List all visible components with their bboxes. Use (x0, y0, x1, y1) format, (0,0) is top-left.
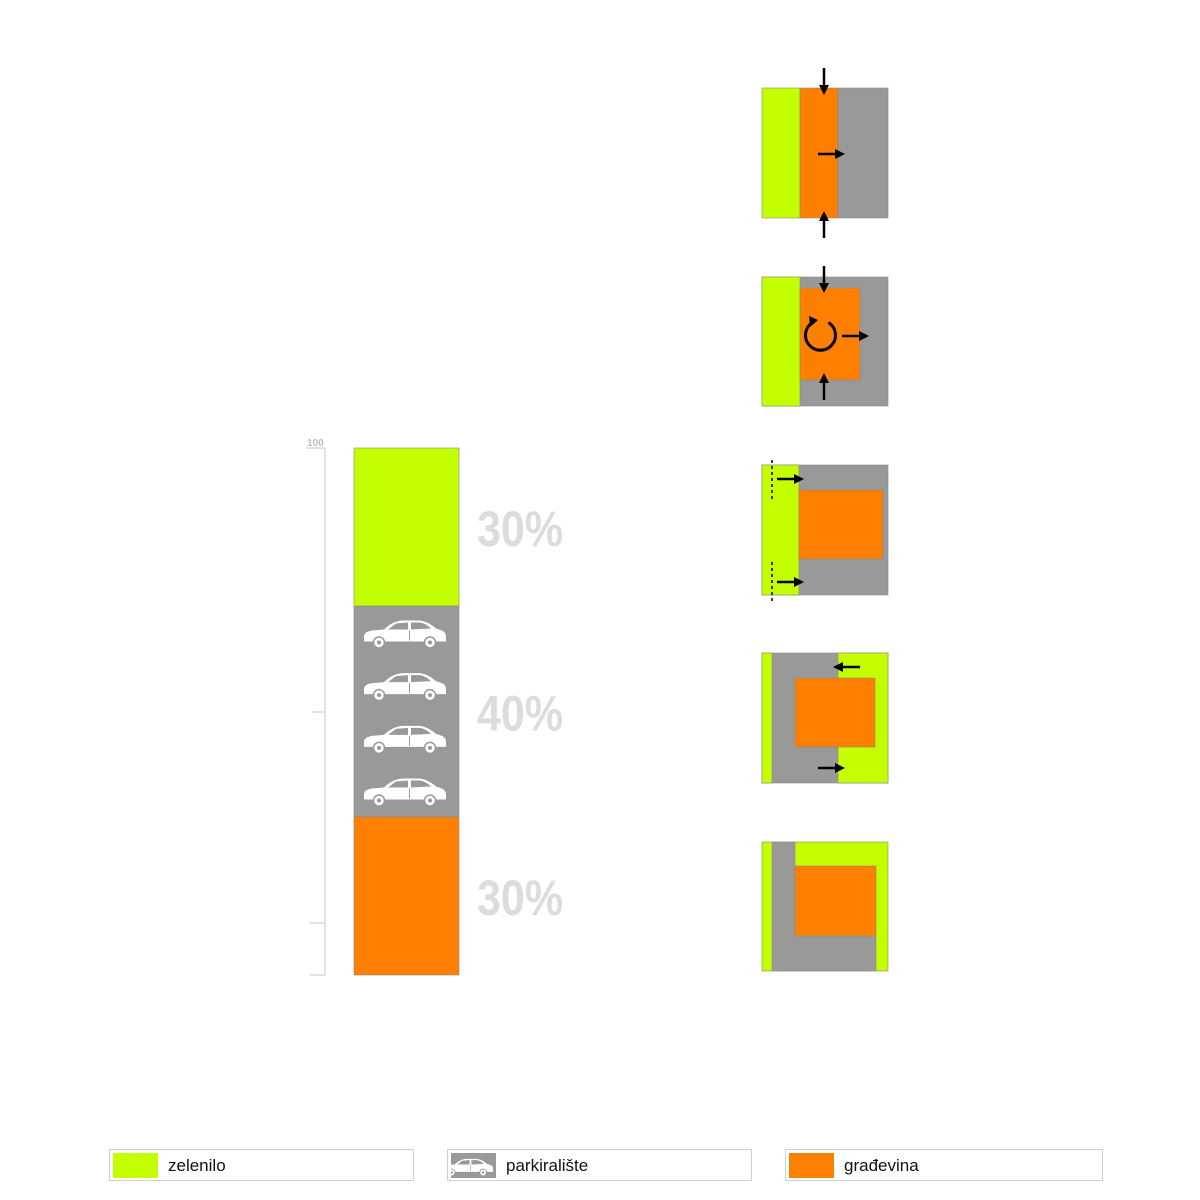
legend-label-zelenilo: zelenilo (168, 1156, 226, 1175)
zelenilo-segment (353, 447, 460, 607)
legend-item-gradevina: građevina (785, 1149, 1103, 1181)
zelenilo-swatch (113, 1153, 158, 1178)
zelenilo-area (761, 87, 801, 219)
gradevina-area (794, 865, 877, 937)
legend-item-parkiraliste: parkiralište (441, 1149, 752, 1181)
scheme-5 (761, 841, 889, 972)
legend-item-zelenilo: zelenilo (109, 1149, 414, 1181)
scheme-1 (761, 68, 889, 238)
gradevina-area (798, 489, 884, 560)
scale-top-label: 100 (307, 438, 324, 449)
parkiraliste-percent-label: 40% (477, 685, 563, 741)
zelenilo-area (761, 464, 800, 596)
car-icon (441, 1158, 494, 1177)
land-use-stack: 30% 40% 30% (353, 447, 563, 976)
rotate-icon (804, 316, 837, 352)
zelenilo-percent-label: 30% (477, 501, 563, 557)
zelenilo-area (761, 652, 773, 784)
legend-label-gradevina: građevina (844, 1156, 919, 1175)
gradevina-area (794, 677, 876, 748)
parkiraliste-swatch (441, 1153, 496, 1178)
gradevina-swatch (789, 1153, 834, 1178)
zelenilo-area (761, 276, 801, 407)
gradevina-segment (353, 816, 460, 976)
gradevina-area (799, 287, 861, 381)
parkiraliste-area (837, 87, 889, 219)
legend-label-parkiraliste: parkiralište (506, 1156, 589, 1175)
gradevina-percent-label: 30% (477, 870, 563, 926)
scheme-3 (761, 460, 889, 602)
scale-bar: 100 (306, 438, 326, 976)
scheme-2 (761, 266, 889, 407)
scheme-4 (761, 652, 889, 784)
